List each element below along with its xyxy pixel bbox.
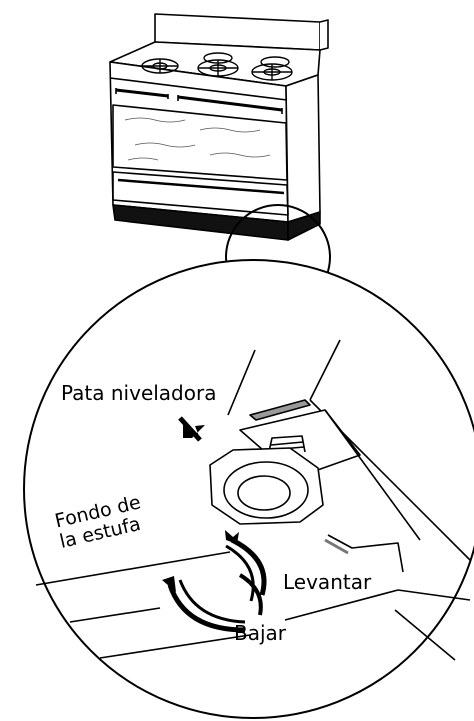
leveling-leg-label: Pata niveladora (61, 381, 217, 405)
raise-label: Levantar (283, 570, 372, 594)
detail-illustration (35, 339, 471, 661)
stove-illustration (109, 13, 329, 241)
lower-label: Bajar (234, 621, 287, 645)
